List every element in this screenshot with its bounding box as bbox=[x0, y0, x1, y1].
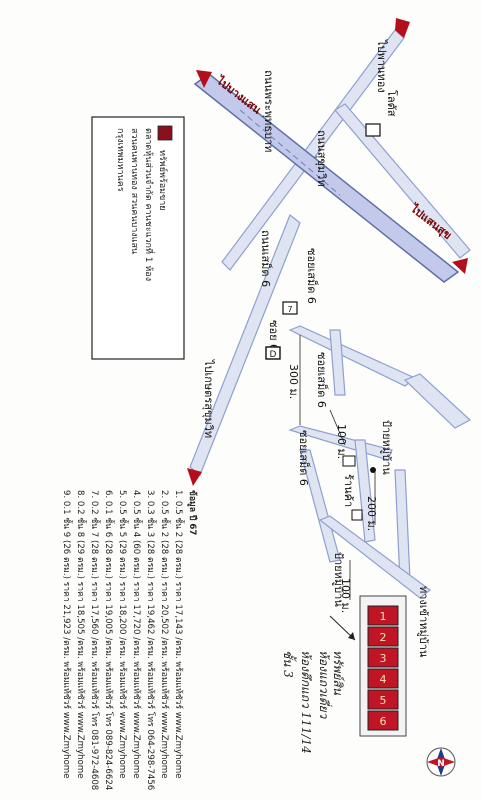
road-network bbox=[189, 29, 472, 599]
label-market: ร้านค้า bbox=[342, 474, 355, 507]
note-item-5: 5. 0.5 ชั้น 5 (29 ตรม.) ราคา 18,200 /ตรม… bbox=[117, 490, 130, 779]
label-saensuk-road: ถนนพระพุทธบาท bbox=[262, 70, 275, 152]
property-plots: 1 2 3 4 5 6 bbox=[359, 595, 407, 737]
plot-1: 1 bbox=[367, 605, 399, 626]
label-moo6: ถนนเสม็ด 6 bbox=[259, 230, 273, 287]
notes-heading: ข้อมูล ปี 67 bbox=[187, 490, 198, 535]
arrow-to-kaset bbox=[187, 468, 202, 486]
plot-2: 2 bbox=[367, 626, 399, 647]
notes-block: ข้อมูล ปี 67 1. 0.5 ชั้น 2 (28 ตรม.) ราค… bbox=[61, 490, 198, 790]
note-item-2: 2. 0.5 ชั้น 2 (28 ตรม.) ราคา 20,502 /ตรม… bbox=[159, 490, 172, 779]
handwritten-line1: ห้องแถวเดี่ยว bbox=[317, 650, 333, 720]
label-village-entry: ทางเข้าหมู่บ้าน bbox=[417, 586, 430, 658]
label-soi6: ซอยเสม็ด 6 bbox=[305, 248, 319, 304]
plot-5: 5 bbox=[367, 689, 399, 710]
shop-icon: D bbox=[265, 346, 281, 360]
road-saensuk bbox=[334, 103, 471, 259]
plot-5-label: 5 bbox=[380, 694, 387, 707]
note-item-8: 8. 0.2 ชั้น 8 (29 ตรม.) ราคา 18,505 /ตรม… bbox=[75, 490, 88, 779]
distance-100-b: 100 ม. bbox=[339, 578, 352, 613]
note-item-6: 6. 0.1 ชั้น 6 (28 ตรม.) ราคา 19,005 /ตรม… bbox=[103, 490, 116, 790]
plot-6: 6 bbox=[367, 710, 399, 731]
road-branch-top bbox=[329, 329, 346, 396]
distance-arrow-100a bbox=[329, 409, 346, 446]
label-gas: ป้ายหมู่บ้าน bbox=[380, 420, 393, 475]
legend-line3: สวนคนพานทอง สวนคนบางแสน bbox=[129, 128, 139, 254]
note-item-7: 7. 0.2 ชั้น 7 (28 ตรม.) ราคา 17,560 /ตรม… bbox=[89, 490, 102, 790]
legend-line1: ทรัพย์พร้อมขาย bbox=[157, 150, 169, 211]
plot-6-label: 6 bbox=[380, 715, 387, 728]
handwritten-line3: ชั้น 3 bbox=[281, 650, 297, 678]
label-soi-moo6: ซอย 6 bbox=[267, 320, 280, 351]
label-branch-a: ซอยเสม็ด 6 bbox=[315, 352, 329, 408]
arrow-to-bangsaen bbox=[196, 70, 212, 88]
distance-100-a: 100 ม. bbox=[335, 424, 348, 459]
direction-arrows bbox=[187, 18, 468, 486]
handwritten-title: ทรัพย์สิน bbox=[331, 650, 345, 696]
road-sukhumvit bbox=[189, 214, 301, 476]
seven-eleven-icon: 7 bbox=[282, 301, 298, 315]
road-soi6 bbox=[288, 325, 417, 387]
legend-line4: กรุงเทพมหานคร bbox=[115, 128, 125, 192]
arrow-to-phanthong bbox=[395, 18, 410, 38]
plot-4-label: 4 bbox=[380, 673, 387, 686]
lotus-icon bbox=[365, 123, 381, 137]
plot-3-label: 3 bbox=[380, 652, 387, 665]
legend-square bbox=[157, 125, 173, 141]
plot-3: 3 bbox=[367, 647, 399, 668]
market-icon bbox=[342, 455, 356, 467]
gate-icon bbox=[351, 509, 363, 521]
compass-letter: N bbox=[437, 759, 445, 769]
plot-2-label: 2 bbox=[380, 631, 387, 644]
handwritten-note: ทรัพย์สิน ห้องแถวเดี่ยว ห้องตึกแถว 111/1… bbox=[281, 650, 345, 754]
label-sukhumvit: ถนนสุขุมวิท bbox=[315, 130, 328, 187]
road-branch-right bbox=[403, 373, 472, 429]
legend-box: ทรัพย์พร้อมขาย ตลาดหุ้นส่วนจำกัด คานชะแว… bbox=[91, 116, 185, 360]
distance-300: 300 ม. bbox=[287, 364, 300, 399]
road-lower-b bbox=[354, 439, 376, 543]
svg-text:7: 7 bbox=[287, 305, 292, 314]
note-item-9: 9. 0.1 ชั้น 9 (26 ตรม.) ราคา 21,923 /ตรม… bbox=[61, 490, 74, 779]
note-item-3: 3. 0.3 ชั้น 3 (28 ตรม.) ราคา 19,462 /ตรม… bbox=[145, 490, 158, 790]
road-lower-a bbox=[299, 449, 341, 563]
label-village-gate: ป้ายหมู่บ้าน bbox=[332, 552, 345, 607]
legend-frame bbox=[91, 116, 185, 360]
label-to-kaset: ไปเกษตรสุขุมวิท bbox=[202, 359, 215, 438]
distance-200: 200 ม. bbox=[365, 496, 378, 531]
highway-centerline bbox=[239, 109, 341, 196]
legend-line2: ตลาดหุ้นส่วนจำกัด คานชะแวกที่ 1 ห้อง bbox=[143, 128, 156, 281]
svg-text:D: D bbox=[270, 350, 277, 360]
road-village bbox=[318, 515, 431, 599]
arrow-to-saensuk bbox=[452, 258, 468, 274]
plot-4: 4 bbox=[367, 668, 399, 689]
junction-dot bbox=[370, 467, 376, 473]
compass-icon: N bbox=[426, 747, 456, 777]
label-to-phanthong: ไปพานทอง bbox=[375, 39, 388, 93]
label-branch-b: ซอยเสม็ด 6 bbox=[297, 430, 311, 486]
pointer-arrowhead bbox=[348, 632, 355, 640]
plot-1-label: 1 bbox=[380, 610, 387, 623]
note-item-1: 1. 0.5 ชั้น 2 (28 ตรม.) ราคา 17,143 /ตรม… bbox=[173, 490, 186, 779]
distance-arrows bbox=[299, 335, 376, 600]
note-item-4: 4. 0.5 ชั้น 4 (60 ตรม.) ราคา 17,720 /ตรม… bbox=[131, 490, 144, 779]
handwritten-line2: ห้องตึกแถว 111/14 bbox=[299, 650, 313, 754]
label-lotus: โลตัส bbox=[385, 90, 399, 117]
